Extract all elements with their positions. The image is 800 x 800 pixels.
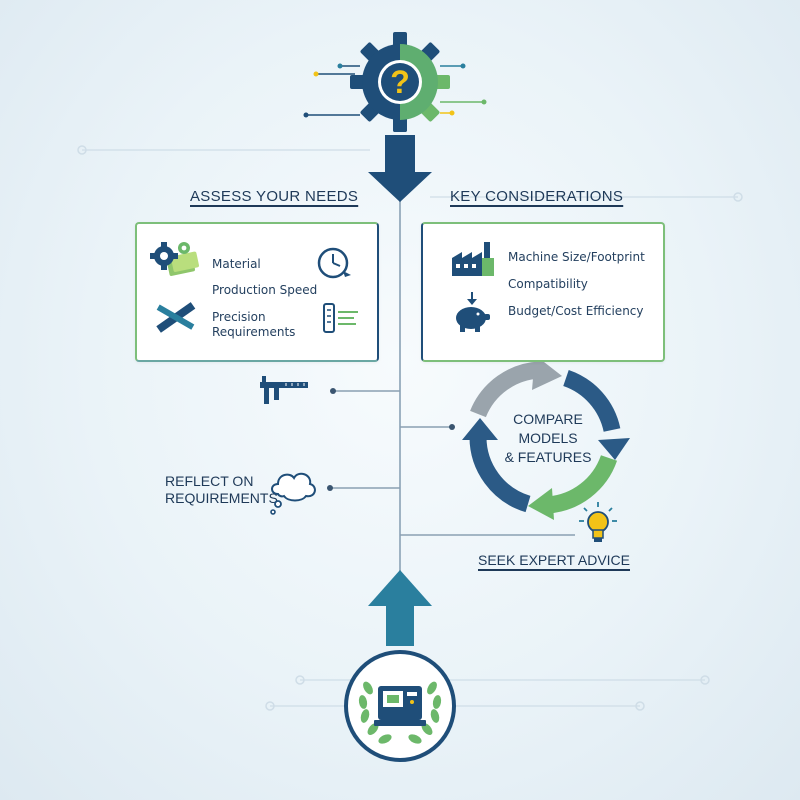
expert-advice-label: SEEK EXPERT ADVICE (478, 552, 630, 568)
assess-item-precision: Precision (212, 310, 266, 324)
guide-dot (295, 675, 305, 685)
down-arrow (368, 135, 432, 202)
piggy-bank-icon (456, 292, 490, 332)
guide-dot (77, 145, 87, 155)
consideration-machine-size: Machine Size/Footprint (508, 250, 645, 264)
factory-icon (452, 242, 494, 276)
guide-dot (733, 192, 743, 202)
assess-heading: ASSESS YOUR NEEDS (190, 188, 359, 205)
reflect-label: REFLECT ON REQUIREMENTS (165, 473, 278, 506)
guide-dot (635, 701, 645, 711)
considerations-box (421, 222, 665, 362)
connector-dot (330, 388, 336, 394)
ruler-pencil-icon (156, 302, 196, 333)
consideration-budget: Budget/Cost Efficiency (508, 304, 644, 318)
question-mark: ? (390, 64, 410, 100)
gears-cash-icon (150, 242, 199, 276)
gauge-icon (323, 303, 358, 333)
clock-icon (317, 247, 351, 279)
guide-dot (265, 701, 275, 711)
assess-item-requirements: Requirements (212, 325, 296, 339)
up-arrow (368, 570, 432, 646)
caliper-icon (260, 376, 308, 404)
gear-question-icon (303, 32, 487, 132)
connector-dot (449, 424, 455, 430)
cycle-arrows-icon (462, 355, 630, 520)
lightbulb-icon (579, 502, 617, 542)
guide-dot (700, 675, 710, 685)
assess-item-material: Material (212, 257, 261, 271)
thought-cloud-icon (270, 472, 316, 515)
assess-item-production-speed: Production Speed (212, 283, 318, 297)
assess-box (135, 222, 379, 362)
considerations-heading: KEY CONSIDERATIONS (450, 188, 624, 205)
consideration-compatibility: Compatibility (508, 277, 588, 291)
compare-label: COMPARE MODELS & FEATURES (504, 411, 592, 465)
machine-laurel-icon (344, 650, 456, 762)
connector-dot (327, 485, 333, 491)
